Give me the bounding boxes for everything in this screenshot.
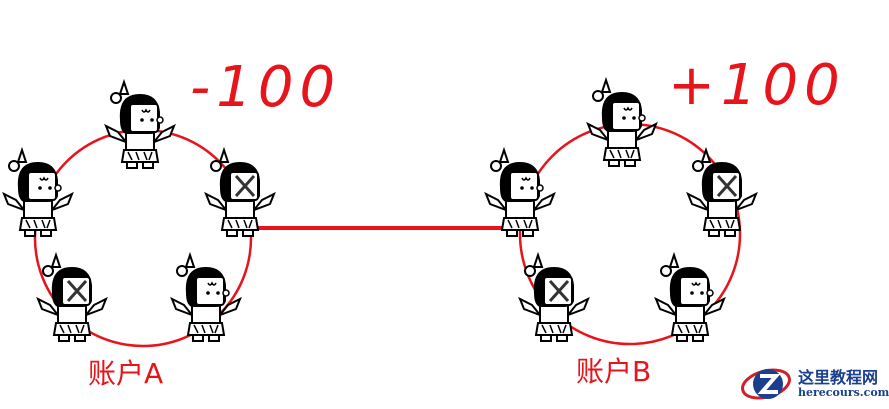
account-a-member xyxy=(3,149,73,237)
account-a-member xyxy=(105,81,175,169)
account-a-member-crossed xyxy=(205,149,275,237)
watermark-title: 这里教程网 xyxy=(798,368,879,387)
watermark-logo-icon xyxy=(741,368,791,400)
watermark: 这里教程网 herecours.com xyxy=(740,362,889,406)
account-a-change: -100 xyxy=(190,55,342,120)
account-b-member-crossed xyxy=(687,149,757,237)
account-b-change: +100 xyxy=(668,53,846,118)
account-a-member xyxy=(171,254,241,342)
account-a-member-crossed xyxy=(37,254,107,342)
account-a-label: 账户A xyxy=(88,357,164,390)
account-b-member xyxy=(655,254,725,342)
account-b-member-crossed xyxy=(519,254,589,342)
watermark-url: herecours.com xyxy=(798,386,889,399)
account-b-member xyxy=(485,149,555,237)
account-b-member xyxy=(587,79,657,167)
account-b-label: 账户B xyxy=(576,355,652,388)
